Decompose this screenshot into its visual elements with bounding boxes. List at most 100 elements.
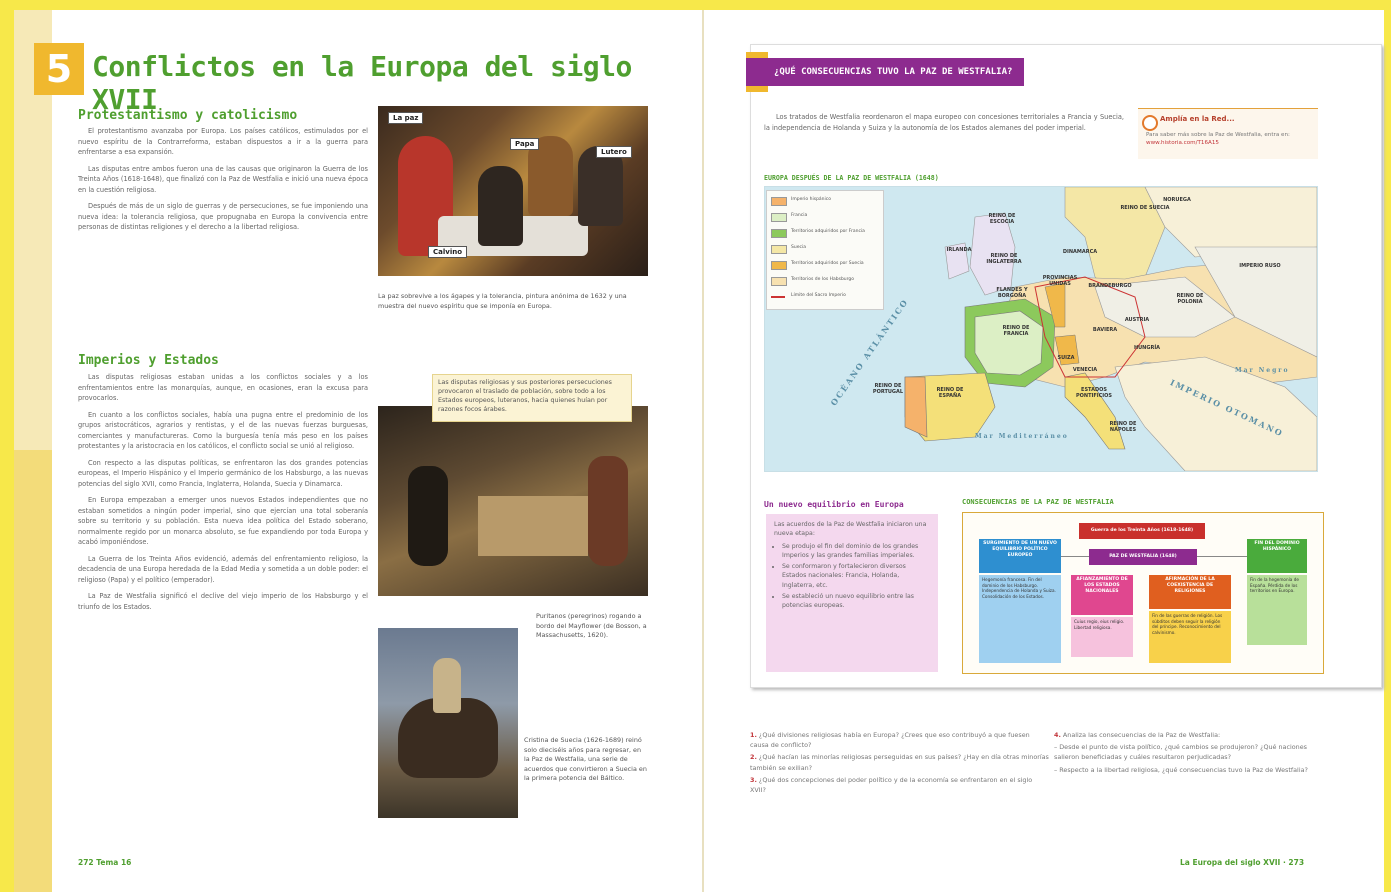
diagram-node-guerra: Guerra de los Treinta Años (1618-1648) xyxy=(1079,523,1205,539)
sea-label-negro: Mar Negro xyxy=(1235,367,1290,374)
side-strip-accent xyxy=(14,450,52,892)
question-text: ¿Qué divisiones religiosas había en Euro… xyxy=(750,731,1030,750)
page-title: Conflictos en la Europa del siglo XVII xyxy=(92,50,632,116)
map-label: BRANDEBURGO xyxy=(1088,283,1132,289)
diagram-body-religiones: Fin de las guerras de religión. Los súbd… xyxy=(1149,611,1231,663)
legend-label: Imperio hispánico xyxy=(791,197,832,202)
painting-table xyxy=(478,496,588,556)
map-label: REINO DE INGLATERRA xyxy=(986,253,1022,265)
tag-lutero: Lutero xyxy=(596,146,632,158)
paragraph: Después de más de un siglo de guerras y … xyxy=(78,202,368,231)
diagram-body-equilibrio: Hegemonía francesa. Fin del dominio de l… xyxy=(979,575,1061,663)
painting-peace-allegory: La paz Papa Lutero Calvino xyxy=(378,106,648,276)
legend-swatch xyxy=(771,296,785,298)
question: 3. ¿Qué dos concepciones del poder polít… xyxy=(750,775,1050,795)
map-label: ESTADOS PONTIFICIOS xyxy=(1075,387,1113,399)
map-label: REINO DE FRANCIA xyxy=(1002,325,1030,337)
question-text: Analiza las consecuencias de la Paz de W… xyxy=(1062,731,1221,739)
map-legend: Imperio hispánico Francia Territorios ad… xyxy=(766,190,884,310)
question: 2. ¿Qué hacían las minorías religiosas p… xyxy=(750,752,1050,772)
painting2-caption: Puritanos (peregrinos) rogando a bordo d… xyxy=(536,612,647,639)
map-title: EUROPA DESPUÉS DE LA PAZ DE WESTFALIA (1… xyxy=(764,174,939,182)
gutter xyxy=(702,10,704,892)
equilibrio-title: Un nuevo equilibrio en Europa xyxy=(764,500,904,509)
tag-papa: Papa xyxy=(510,138,540,150)
question-text: ¿Qué hacían las minorías religiosas pers… xyxy=(750,753,1049,772)
paragraph: Las disputas religiosas estaban unidas a… xyxy=(78,373,368,402)
info-box: Las disputas religiosas y sus posteriore… xyxy=(432,374,632,422)
paragraph: La Paz de Westfalia significó el declive… xyxy=(78,592,368,611)
map-label: DINAMARCA xyxy=(1062,249,1098,255)
consecuencias-title: CONSECUENCIAS DE LA PAZ DE WESTFALIA xyxy=(962,498,1114,506)
painting1-caption: La paz sobrevive a los ágapes y la toler… xyxy=(378,292,627,310)
paragraph: En Europa empezaban a emerger unos nuevo… xyxy=(78,496,368,546)
map-label: SUIZA xyxy=(1057,355,1075,361)
painting3-caption: Cristina de Suecia (1626-1689) reinó sol… xyxy=(524,736,647,782)
map-label: REINO DE ESCOCIA xyxy=(988,213,1016,225)
painting-figure xyxy=(588,456,628,566)
question: 1. ¿Qué divisiones religiosas había en E… xyxy=(750,730,1050,750)
legend-swatch xyxy=(771,229,787,238)
equilibrio-intro: Las acuerdos de la Paz de Westfalia inic… xyxy=(774,521,927,538)
consecuencias-diagram: Guerra de los Treinta Años (1618-1648) P… xyxy=(962,512,1324,674)
diagram-node-estados: AFIANZAMIENTO DE LOS ESTADOS NACIONALES xyxy=(1071,575,1133,615)
map-label: IMPERIO RUSO xyxy=(1239,263,1281,269)
map-label: IRLANDA xyxy=(946,247,972,253)
question-text: Desde el punto de vista político, ¿qué c… xyxy=(1054,743,1307,762)
section-heading: ¿QUÉ CONSECUENCIAS TUVO LA PAZ DE WESTFA… xyxy=(746,58,1025,86)
painting-figure xyxy=(578,146,623,226)
questions-right: 4. Analiza las consecuencias de la Paz d… xyxy=(1054,730,1334,777)
painting-figure xyxy=(478,166,523,246)
connector xyxy=(1197,556,1247,557)
left-page: 5 Conflictos en la Europa del siglo XVII… xyxy=(14,10,702,892)
painting-figure xyxy=(408,466,448,566)
diagram-body-estados: Cuius regio, eius religio. Libertad reli… xyxy=(1071,617,1133,657)
paragraph: La Guerra de los Treinta Años evidenció,… xyxy=(78,554,368,584)
question-sub: – Desde el punto de vista político, ¿qué… xyxy=(1054,743,1307,762)
amplia-title: Amplía en la Red... xyxy=(1160,115,1235,123)
map-label: NORUEGA xyxy=(1163,197,1191,203)
diagram-node-paz: PAZ DE WESTFALIA (1648) xyxy=(1089,549,1197,565)
map-label: AUSTRIA xyxy=(1124,317,1150,323)
equilibrio-list: Se produjo el fin del dominio de los gra… xyxy=(774,542,930,611)
map-shapes xyxy=(904,187,1317,471)
paragraph: El protestantismo avanzaba por Europa. L… xyxy=(78,127,368,156)
list-item: Se estableció un nuevo equilibrio entre … xyxy=(782,592,930,611)
unit-number: 5 xyxy=(34,43,84,95)
map-label: HUNGRÍA xyxy=(1133,345,1161,351)
legend-label: Francia xyxy=(791,213,808,218)
europe-map: NORUEGA REINO DE SUECIA REINO DE ESCOCIA… xyxy=(764,186,1318,472)
diagram-node-hispanico: FIN DEL DOMINIO HISPÁNICO xyxy=(1247,539,1307,573)
section-heading-protestantismo: Protestantismo y catolicismo xyxy=(78,108,298,123)
list-item: Se conformaron y fortalecieron diversos … xyxy=(782,562,930,590)
question-number: 4. xyxy=(1054,731,1061,739)
tag-calvino: Calvino xyxy=(428,246,468,258)
amplia-link[interactable]: www.historia.com/T16A15 xyxy=(1146,140,1219,146)
paragraph: Las disputas entre ambos fueron una de l… xyxy=(78,164,368,194)
question-number: 3. xyxy=(750,775,757,784)
map-label: REINO DE SUECIA xyxy=(1120,205,1170,211)
section1-text: El protestantismo avanzaba por Europa. L… xyxy=(78,126,368,239)
tag-la-paz: La paz xyxy=(388,112,424,124)
map-label: BAVIERA xyxy=(1092,327,1118,333)
equilibrio-box: Las acuerdos de la Paz de Westfalia inic… xyxy=(766,514,938,672)
legend-label: Territorios de los Habsburgo xyxy=(791,277,855,282)
diagram-body-hispanico: Fin de la hegemonía de España. Pérdida d… xyxy=(1247,575,1307,645)
question-number: 1. xyxy=(750,731,757,739)
legend-swatch xyxy=(771,245,787,254)
section2-text: Las disputas religiosas estaban unidas a… xyxy=(78,372,368,618)
question-number: 2. xyxy=(750,753,757,762)
list-item: Se produjo el fin del dominio de los gra… xyxy=(782,542,930,561)
diagram-node-equilibrio: SURGIMIENTO DE UN NUEVO EQUILIBRIO POLÍT… xyxy=(979,539,1061,573)
map-label: REINO DE NÁPOLES xyxy=(1109,421,1137,433)
map-label: REINO DE POLONIA xyxy=(1176,293,1204,305)
legend-swatch xyxy=(771,197,787,206)
legend-label: Suecia xyxy=(791,245,806,250)
legend-swatch xyxy=(771,213,787,222)
legend-swatch xyxy=(771,261,787,270)
question-text: Respecto a la libertad religiosa, ¿qué c… xyxy=(1059,765,1308,774)
page-folio: La Europa del siglo XVII · 273 xyxy=(1180,858,1305,867)
paragraph: Con respecto a las disputas políticas, s… xyxy=(78,458,368,488)
painting-cristina-suecia xyxy=(378,628,518,818)
map-label: REINO DE ESPAÑA xyxy=(936,387,964,399)
